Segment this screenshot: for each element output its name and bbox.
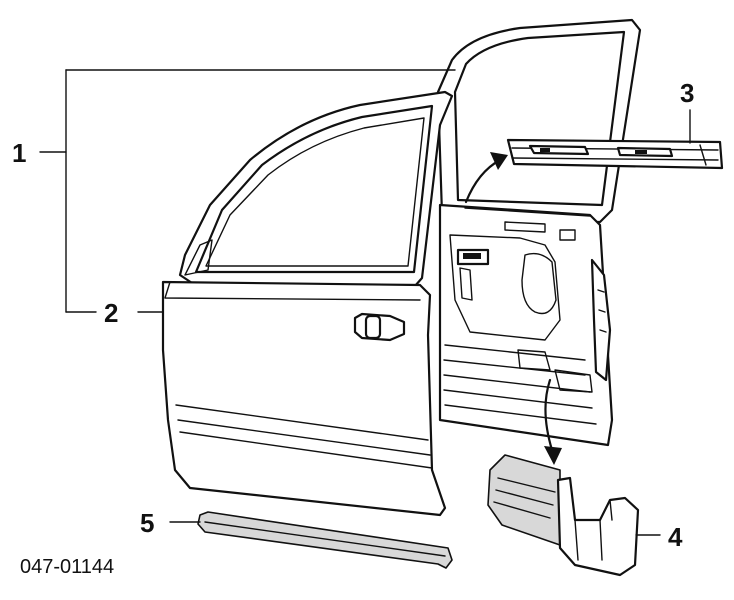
leader-lines [39,69,691,536]
diagram-id: 047-01144 [20,556,114,578]
callout-1: 1 [12,138,26,168]
armrest-bracket [487,454,640,577]
inner-door-panel [436,18,642,447]
arrow-to-regulator [464,152,508,204]
callouts: 1 2 3 4 5 [12,78,694,552]
door-shell [161,90,454,517]
door-molding [197,511,453,569]
callout-5: 5 [140,508,154,538]
callout-4: 4 [668,522,683,552]
callout-2: 2 [104,298,118,328]
arrow-to-armrest [544,378,562,465]
window-regulator-channel [506,138,724,170]
callout-3: 3 [680,78,694,108]
